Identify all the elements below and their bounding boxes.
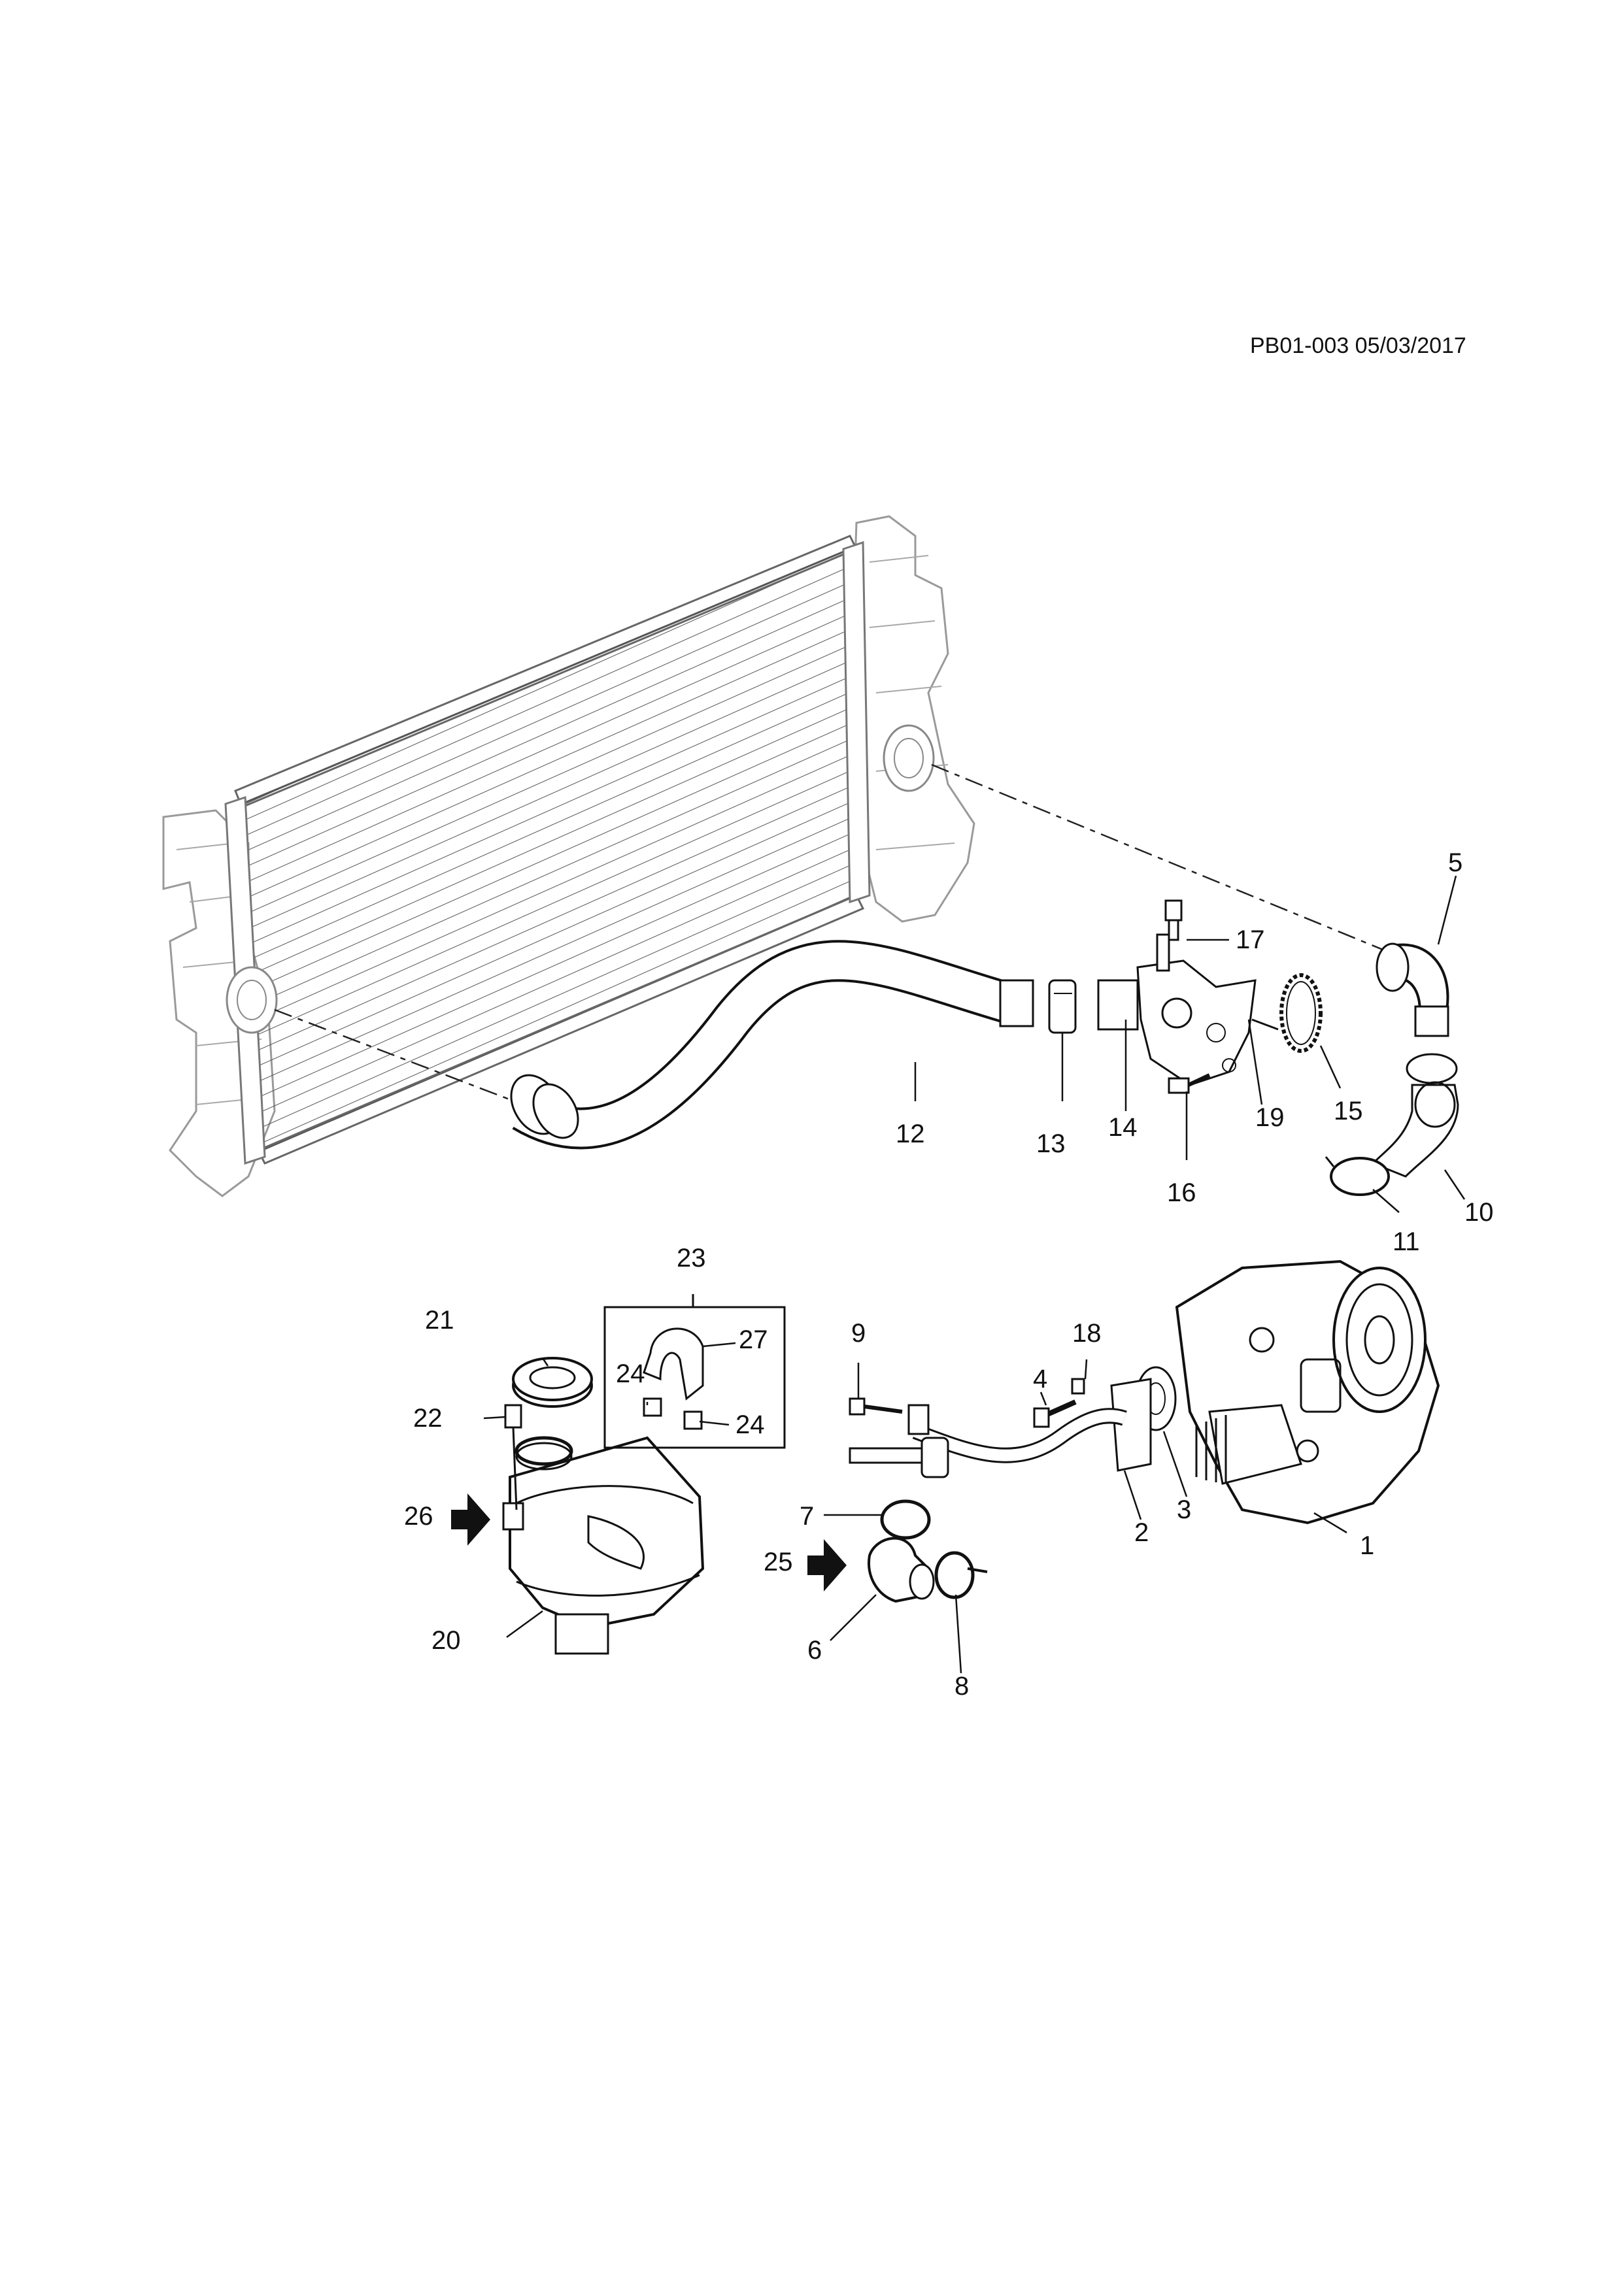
elbow-connector-part-5: [1376, 942, 1449, 1037]
callout-19: 19: [1255, 1103, 1285, 1132]
leader-lines: [483, 875, 1466, 1674]
filler-cap-part-21: [512, 1357, 593, 1408]
callout-3: 3: [1177, 1495, 1192, 1524]
bolt-part-9: [849, 1397, 903, 1416]
callout-18: 18: [1072, 1319, 1102, 1348]
filler-neck-ring: [515, 1436, 573, 1471]
callout-12: 12: [896, 1120, 925, 1148]
callout-11: 11: [1393, 1227, 1420, 1256]
callout-13: 13: [1036, 1129, 1066, 1158]
level-sensor-part-22: [504, 1404, 522, 1510]
callout-10: 10: [1464, 1198, 1494, 1227]
callout-24a: 24: [616, 1359, 645, 1388]
hose-clip-part-24b: [683, 1410, 703, 1430]
gasket-part-19: [1251, 1018, 1279, 1031]
hose-part-27: [643, 1327, 704, 1401]
temperature-sensor-part-17: [1164, 899, 1183, 941]
connection-line-lower: [274, 1008, 524, 1106]
hose-clamp-part-11: [1325, 1156, 1390, 1196]
bolt-part-4: [1033, 1399, 1077, 1428]
coolant-hose-part-10: [1371, 1053, 1459, 1178]
hose-clamp-part-7: [880, 1499, 931, 1540]
callout-17: 17: [1236, 925, 1265, 954]
thermostat-housing-part-14: [1097, 933, 1257, 1086]
coolant-pipe-part-2: [849, 1378, 1152, 1478]
callout-6: 6: [807, 1636, 822, 1665]
hose-clamp-part-13: [1048, 979, 1077, 1034]
connection-line-upper: [931, 763, 1387, 952]
radiator: [162, 515, 975, 1197]
callout-2: 2: [1134, 1518, 1149, 1547]
document-reference: PB01-003 05/03/2017: [1250, 333, 1466, 358]
callout-15: 15: [1334, 1097, 1363, 1125]
water-pump-part-1: [1175, 1259, 1440, 1525]
callout-1: 1: [1360, 1531, 1375, 1560]
callout-7: 7: [800, 1502, 815, 1531]
view-arrow-26: [451, 1493, 490, 1546]
bolt-part-16: [1168, 1073, 1211, 1094]
callout-5: 5: [1448, 848, 1463, 877]
seal-ring-part-15: [1279, 973, 1323, 1053]
callout-24b: 24: [735, 1410, 765, 1439]
callout-21: 21: [425, 1306, 454, 1335]
view-arrow-25: [807, 1539, 847, 1591]
hose-clamp-part-8: [934, 1551, 988, 1599]
callout-25: 25: [764, 1548, 793, 1576]
callout-20: 20: [431, 1626, 461, 1655]
callout-16: 16: [1167, 1178, 1196, 1207]
radiator-hose-part-12: [510, 940, 1034, 1150]
hose-kit-box-part-23: [603, 1294, 786, 1449]
callout-27: 27: [739, 1325, 768, 1354]
callout-8: 8: [955, 1672, 970, 1701]
callout-4: 4: [1033, 1365, 1048, 1393]
callout-14: 14: [1108, 1113, 1138, 1142]
callout-23: 23: [677, 1244, 706, 1273]
callout-22: 22: [413, 1404, 443, 1433]
bolt-part-18: [1071, 1378, 1085, 1395]
hose-part-6: [868, 1537, 935, 1603]
callout-26: 26: [404, 1502, 433, 1531]
expansion-tank-part-20: [502, 1436, 705, 1655]
callout-9: 9: [851, 1319, 866, 1348]
hose-clip-part-24a: [643, 1397, 662, 1417]
